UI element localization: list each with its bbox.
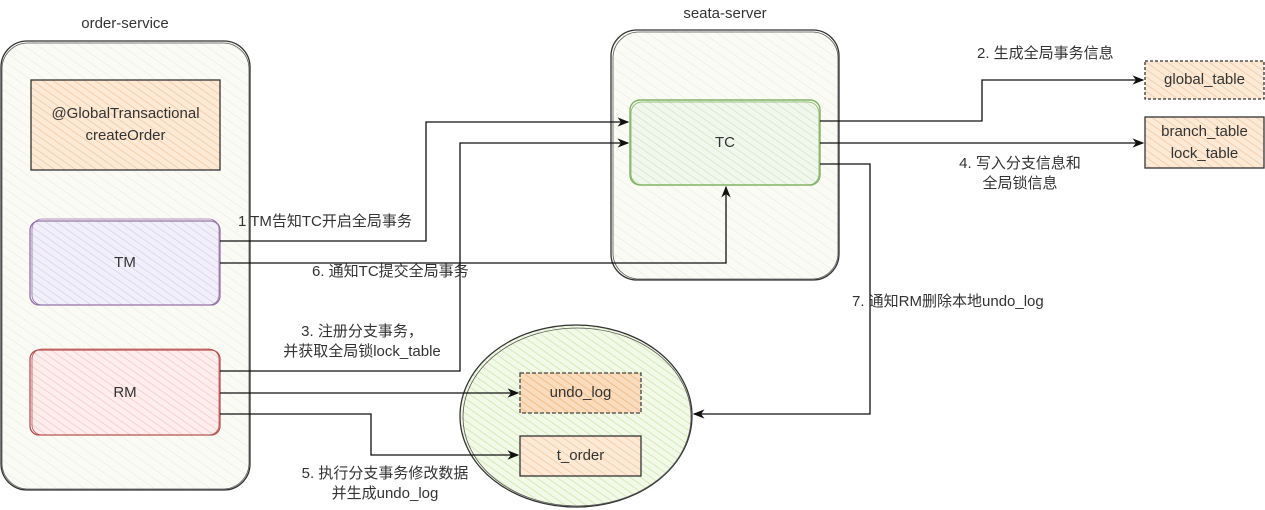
- step4-label: 4. 写入分支信息和 全局锁信息: [940, 154, 1100, 194]
- global-table-box[interactable]: [1144, 60, 1265, 100]
- method-text: createOrder: [85, 127, 166, 144]
- annotation-text: @GlobalTransactional: [51, 105, 200, 122]
- order-service-title: order-service: [81, 15, 169, 32]
- step5-label: 5. 执行分支事务修改数据 并生成undo_log: [280, 464, 490, 504]
- step4-line1: 4. 写入分支信息和: [959, 155, 1081, 172]
- branch-lock-table-label: branch_table lock_table: [1145, 117, 1264, 168]
- tm-label: TM: [114, 254, 136, 271]
- step4-line2: 全局锁信息: [982, 175, 1058, 192]
- edge-step7-tc-to-database[interactable]: [692, 163, 871, 419]
- step2-label: 2. 生成全局事务信息: [977, 45, 1114, 62]
- global-transactional-label: @GlobalTransactional createOrder: [31, 80, 220, 170]
- t-order-box[interactable]: [519, 435, 642, 477]
- edge-step3-rm-to-tc[interactable]: [220, 138, 630, 372]
- global-transactional-box[interactable]: [30, 79, 221, 171]
- step1-label: 1 TM告知TC开启全局事务: [238, 213, 412, 230]
- global-table-label: global_table: [1164, 71, 1245, 88]
- seata-server-title: seata-server: [683, 5, 767, 22]
- database-ellipse[interactable]: [459, 324, 693, 508]
- branch-lock-table-box[interactable]: [1144, 116, 1265, 169]
- edge-step6-tm-to-tc[interactable]: [220, 185, 731, 264]
- rm-label: RM: [113, 383, 137, 401]
- step3-line1: 3. 注册分支事务，: [301, 323, 423, 340]
- step5-line1: 5. 执行分支事务修改数据: [301, 465, 469, 482]
- step3-line2: 并获取全局锁lock_table: [283, 343, 441, 360]
- tc-label: TC: [715, 133, 735, 151]
- step5-line2: 并生成undo_log: [331, 485, 439, 502]
- rm-box[interactable]: [29, 348, 221, 436]
- edge-step2-tc-to-global-table[interactable]: [820, 75, 1145, 122]
- edge-step1-tm-to-tc[interactable]: [220, 117, 630, 242]
- undo-log-box[interactable]: [519, 372, 642, 414]
- lock-table-text: lock_table: [1170, 144, 1239, 162]
- branch-table-text: branch_table: [1161, 122, 1248, 140]
- step6-label: 6. 通知TC提交全局事务: [312, 263, 469, 280]
- step7-label: 7. 通知RM删除本地undo_log: [852, 293, 1044, 310]
- step3-label: 3. 注册分支事务， 并获取全局锁lock_table: [262, 322, 462, 362]
- undo-log-label: undo_log: [549, 384, 612, 401]
- edge-step5-rm-to-t-order[interactable]: [220, 413, 520, 460]
- t-order-label: t_order: [556, 447, 605, 464]
